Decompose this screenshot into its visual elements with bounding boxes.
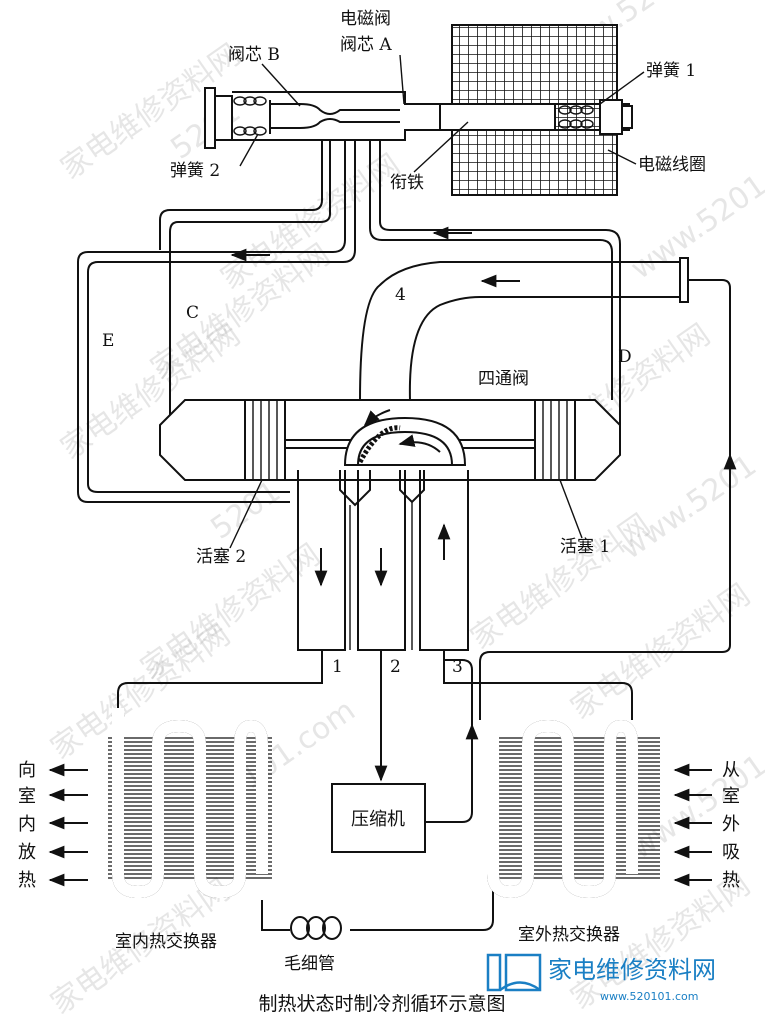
outdoor-side-text: 从 室 外 吸 热 <box>722 760 740 891</box>
label-solenoid-coil: 电磁线圈 <box>638 155 706 175</box>
label-port-d: D <box>618 347 632 367</box>
watermark: 101.com <box>235 693 362 797</box>
label-port-4: 4 <box>395 285 406 305</box>
label-spring-1: 弹簧 1 <box>646 61 696 81</box>
spring-1 <box>558 105 594 129</box>
label-capillary: 毛细管 <box>284 954 335 974</box>
outdoor-heat-exchanger <box>487 708 660 899</box>
label-port-1: 1 <box>332 657 343 677</box>
outdoor-heat-arrows <box>673 763 712 887</box>
indoor-side-char: 内 <box>18 814 36 835</box>
piston-1 <box>534 399 576 481</box>
site-logo: 家电维修资料网 www.520101.com <box>486 953 716 1003</box>
logo-url: www.520101.com <box>600 990 698 1003</box>
pilot-tubes <box>77 140 621 503</box>
four-way-valve <box>159 399 621 481</box>
label-outdoor-exchanger: 室外热交换器 <box>518 925 620 945</box>
armature <box>439 103 556 131</box>
label-piston-1: 活塞 1 <box>560 537 610 557</box>
label-armature: 衔铁 <box>390 173 424 193</box>
main-pipe-4 <box>359 257 731 460</box>
label-valve-core-b: 阀芯 B <box>228 45 280 65</box>
label-valve-core-a: 阀芯 A <box>340 35 392 55</box>
indoor-heat-exchanger <box>108 708 272 899</box>
outdoor-side-char: 外 <box>722 814 740 835</box>
outdoor-side-char: 吸 <box>722 842 740 863</box>
solenoid-valve <box>204 87 633 149</box>
figure-caption: 制热状态时制冷剂循环示意图 <box>258 993 505 1015</box>
label-four-way-valve: 四通阀 <box>478 369 529 389</box>
watermark: 5201 <box>205 474 288 546</box>
flow-arrows <box>230 226 520 288</box>
label-port-2: 2 <box>390 657 401 677</box>
indoor-side-char: 室 <box>18 786 36 807</box>
indoor-side-char: 放 <box>18 842 36 863</box>
label-indoor-exchanger: 室内热交换器 <box>115 932 217 952</box>
outdoor-side-char: 室 <box>722 786 740 807</box>
spring-2 <box>233 96 267 136</box>
leader-lines <box>229 54 645 549</box>
compressor: 压缩机 <box>331 783 426 853</box>
watermark: 家电维修资料网 <box>465 507 657 656</box>
logo-name: 家电维修资料网 <box>548 956 716 984</box>
label-port-c: C <box>186 303 199 323</box>
compressor-label: 压缩机 <box>351 809 405 830</box>
label-port-3: 3 <box>452 657 463 677</box>
capillary-coil <box>290 916 342 940</box>
indoor-side-text: 向 室 内 放 热 <box>18 760 36 891</box>
watermark: www.5201 <box>625 168 765 287</box>
port-pipes <box>297 470 469 651</box>
outdoor-side-char: 热 <box>722 870 740 891</box>
label-spring-2: 弹簧 2 <box>170 161 220 181</box>
circuit-pipes <box>111 453 737 931</box>
label-solenoid-valve: 电磁阀 <box>340 9 391 29</box>
indoor-heat-arrows <box>48 763 88 887</box>
label-port-e: E <box>102 331 114 351</box>
outdoor-side-char: 从 <box>722 760 740 781</box>
indoor-side-char: 热 <box>18 870 36 891</box>
piston-2 <box>244 399 286 481</box>
indoor-side-char: 向 <box>18 760 36 781</box>
label-piston-2: 活塞 2 <box>196 547 246 567</box>
